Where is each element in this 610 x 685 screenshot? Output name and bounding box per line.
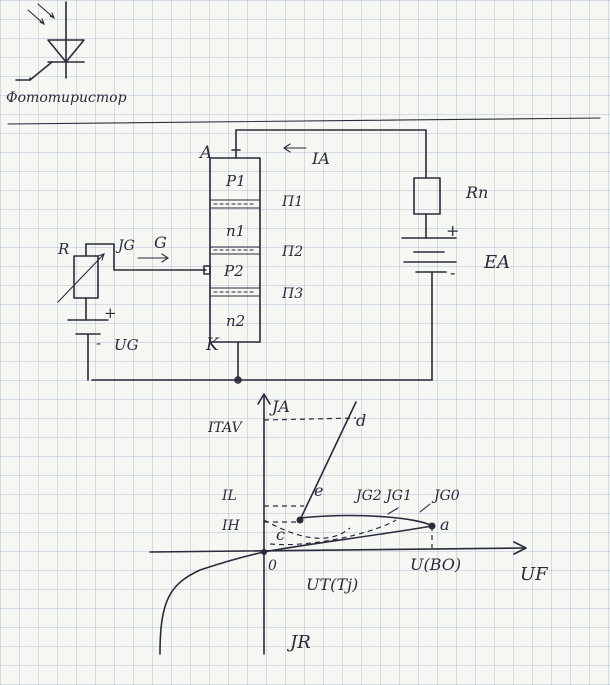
itav-guide — [263, 417, 357, 421]
layer-p2-label: P2 — [223, 262, 244, 280]
gate-label-leaders — [387, 503, 431, 515]
il-label: IL — [221, 488, 237, 504]
anode-current-label: IA — [311, 149, 330, 168]
gate-terminal — [203, 265, 211, 275]
layer-n2-label: n2 — [226, 312, 245, 330]
junction-dot — [236, 378, 240, 382]
gate-supply-minus: - — [96, 334, 101, 352]
gate-supply-label: UG — [114, 336, 139, 354]
gate-terminal-label: G — [154, 233, 167, 252]
x-axis — [149, 547, 525, 553]
iv-axes — [149, 393, 527, 655]
junction-p3-label: П3 — [281, 286, 303, 302]
point-a-marker — [428, 522, 436, 530]
photothyristor-caption: Фототиристор — [6, 90, 127, 106]
layer-n1-label: n1 — [226, 222, 245, 240]
point-c-label: c — [276, 525, 285, 544]
y-axis-label: JA — [269, 397, 290, 416]
reverse-current-label: JR — [286, 632, 311, 653]
separator-line — [7, 117, 601, 125]
origin-label: 0 — [268, 558, 277, 574]
anode-lead — [231, 129, 241, 159]
point-e-label: e — [314, 481, 323, 500]
gate-resistor-label: R — [57, 240, 69, 258]
supply-plus: + — [446, 221, 459, 240]
x-axis-arrow — [513, 541, 527, 555]
ubo-label: U(BO) — [410, 555, 461, 574]
itav-label: ITAV — [207, 420, 244, 436]
iv-curve-forward-blocking — [159, 514, 433, 655]
junction-p2-label: П2 — [281, 244, 303, 260]
anode-current-arrow — [283, 143, 307, 153]
point-a-label: a — [440, 515, 450, 534]
ih-label: IH — [221, 518, 241, 534]
load-resistor — [413, 177, 441, 215]
gate-current-label: JG — [115, 238, 135, 254]
anode-wire — [235, 129, 427, 179]
iv-curve-gate-2 — [263, 519, 351, 539]
photothyristor-symbol — [15, 1, 85, 81]
gate-current-zero-label: JG0 — [431, 488, 460, 504]
thyristor-structure — [209, 157, 261, 343]
load-resistor-label: Rn — [465, 183, 488, 202]
junction-p1-label: П1 — [281, 194, 303, 210]
rheostat-arrow — [57, 253, 105, 303]
ut-label: UT(Tj) — [306, 575, 358, 594]
iv-curve-gate-1 — [269, 519, 397, 546]
anode-label: A — [198, 143, 212, 163]
layer-p1-label: P1 — [225, 172, 246, 190]
gate-supply-plus: + — [104, 304, 117, 322]
supply-minus: - — [450, 263, 455, 282]
y-axis-arrow — [257, 393, 271, 405]
supply-label: EA — [483, 252, 510, 273]
gate-rheostat — [73, 255, 99, 299]
origin-marker — [261, 549, 267, 555]
x-axis-label: UF — [520, 564, 549, 585]
gate-wire — [85, 243, 207, 271]
point-c-marker — [296, 516, 304, 524]
iv-curve-on-state — [299, 401, 357, 521]
gate-current-arrow — [137, 253, 169, 263]
gate-current-curves-label: JG2 JG1 — [353, 488, 412, 504]
point-d-label: d — [356, 411, 366, 430]
cathode-label: K — [205, 335, 220, 355]
